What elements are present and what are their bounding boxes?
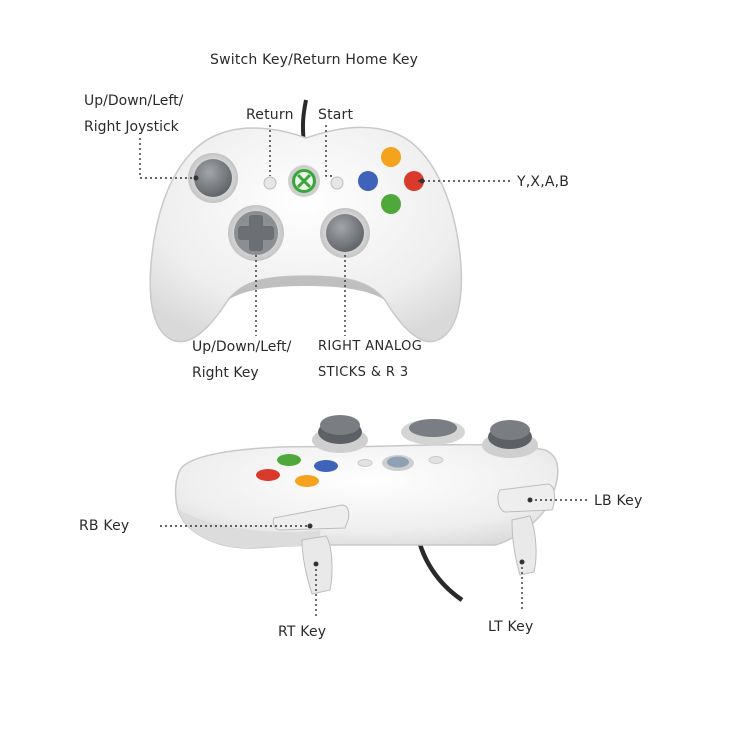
lb-bumper[interactable] (497, 483, 556, 513)
label-right-analog-line2: STICKS & R 3 (318, 365, 409, 380)
xbox-guide-icon-angled[interactable] (382, 455, 414, 471)
button-x-angled[interactable] (314, 460, 338, 472)
button-a-angled[interactable] (277, 454, 301, 466)
label-rt-key: RT Key (278, 624, 327, 640)
label-lb-key: LB Key (594, 493, 643, 509)
left-joystick[interactable] (188, 153, 238, 203)
right-joystick-angled[interactable] (482, 420, 538, 458)
controller-angled-view (174, 415, 559, 602)
label-dpad-line2: Right Key (192, 365, 259, 381)
dpad[interactable] (228, 205, 284, 261)
button-b-angled[interactable] (256, 469, 280, 481)
return-button[interactable] (263, 176, 277, 190)
start-button[interactable] (330, 176, 344, 190)
label-joystick-line2: Right Joystick (84, 119, 179, 135)
button-b[interactable] (404, 171, 424, 191)
label-joystick-line1: Up/Down/Left/ (84, 93, 184, 109)
label-lt-key: LT Key (488, 619, 534, 635)
lt-trigger[interactable] (511, 515, 537, 576)
left-joystick-angled[interactable] (312, 415, 368, 453)
label-right-analog: RIGHT ANALOG STICKS & R 3 (318, 334, 422, 386)
button-y-angled[interactable] (295, 475, 319, 487)
label-joystick: Up/Down/Left/ Right Joystick (84, 88, 183, 140)
label-dpad-line1: Up/Down/Left/ (192, 339, 292, 355)
label-right-analog-line1: RIGHT ANALOG (318, 339, 423, 354)
button-a[interactable] (381, 194, 401, 214)
button-y[interactable] (381, 147, 401, 167)
label-face-buttons: Y,X,A,B (517, 174, 570, 190)
label-return: Return (246, 107, 294, 123)
dpad-angled[interactable] (401, 419, 465, 445)
right-joystick[interactable] (320, 208, 370, 258)
button-x[interactable] (358, 171, 378, 191)
leader-lines-top (139, 125, 510, 336)
leader-lines-bottom (160, 499, 590, 618)
xbox-guide-icon[interactable] (288, 165, 320, 197)
label-dpad: Up/Down/Left/ Right Key (192, 334, 291, 386)
label-switch-home-key: Switch Key/Return Home Key (210, 52, 419, 68)
label-start: Start (318, 107, 354, 123)
rb-bumper[interactable] (272, 504, 350, 531)
label-rb-key: RB Key (79, 518, 130, 534)
